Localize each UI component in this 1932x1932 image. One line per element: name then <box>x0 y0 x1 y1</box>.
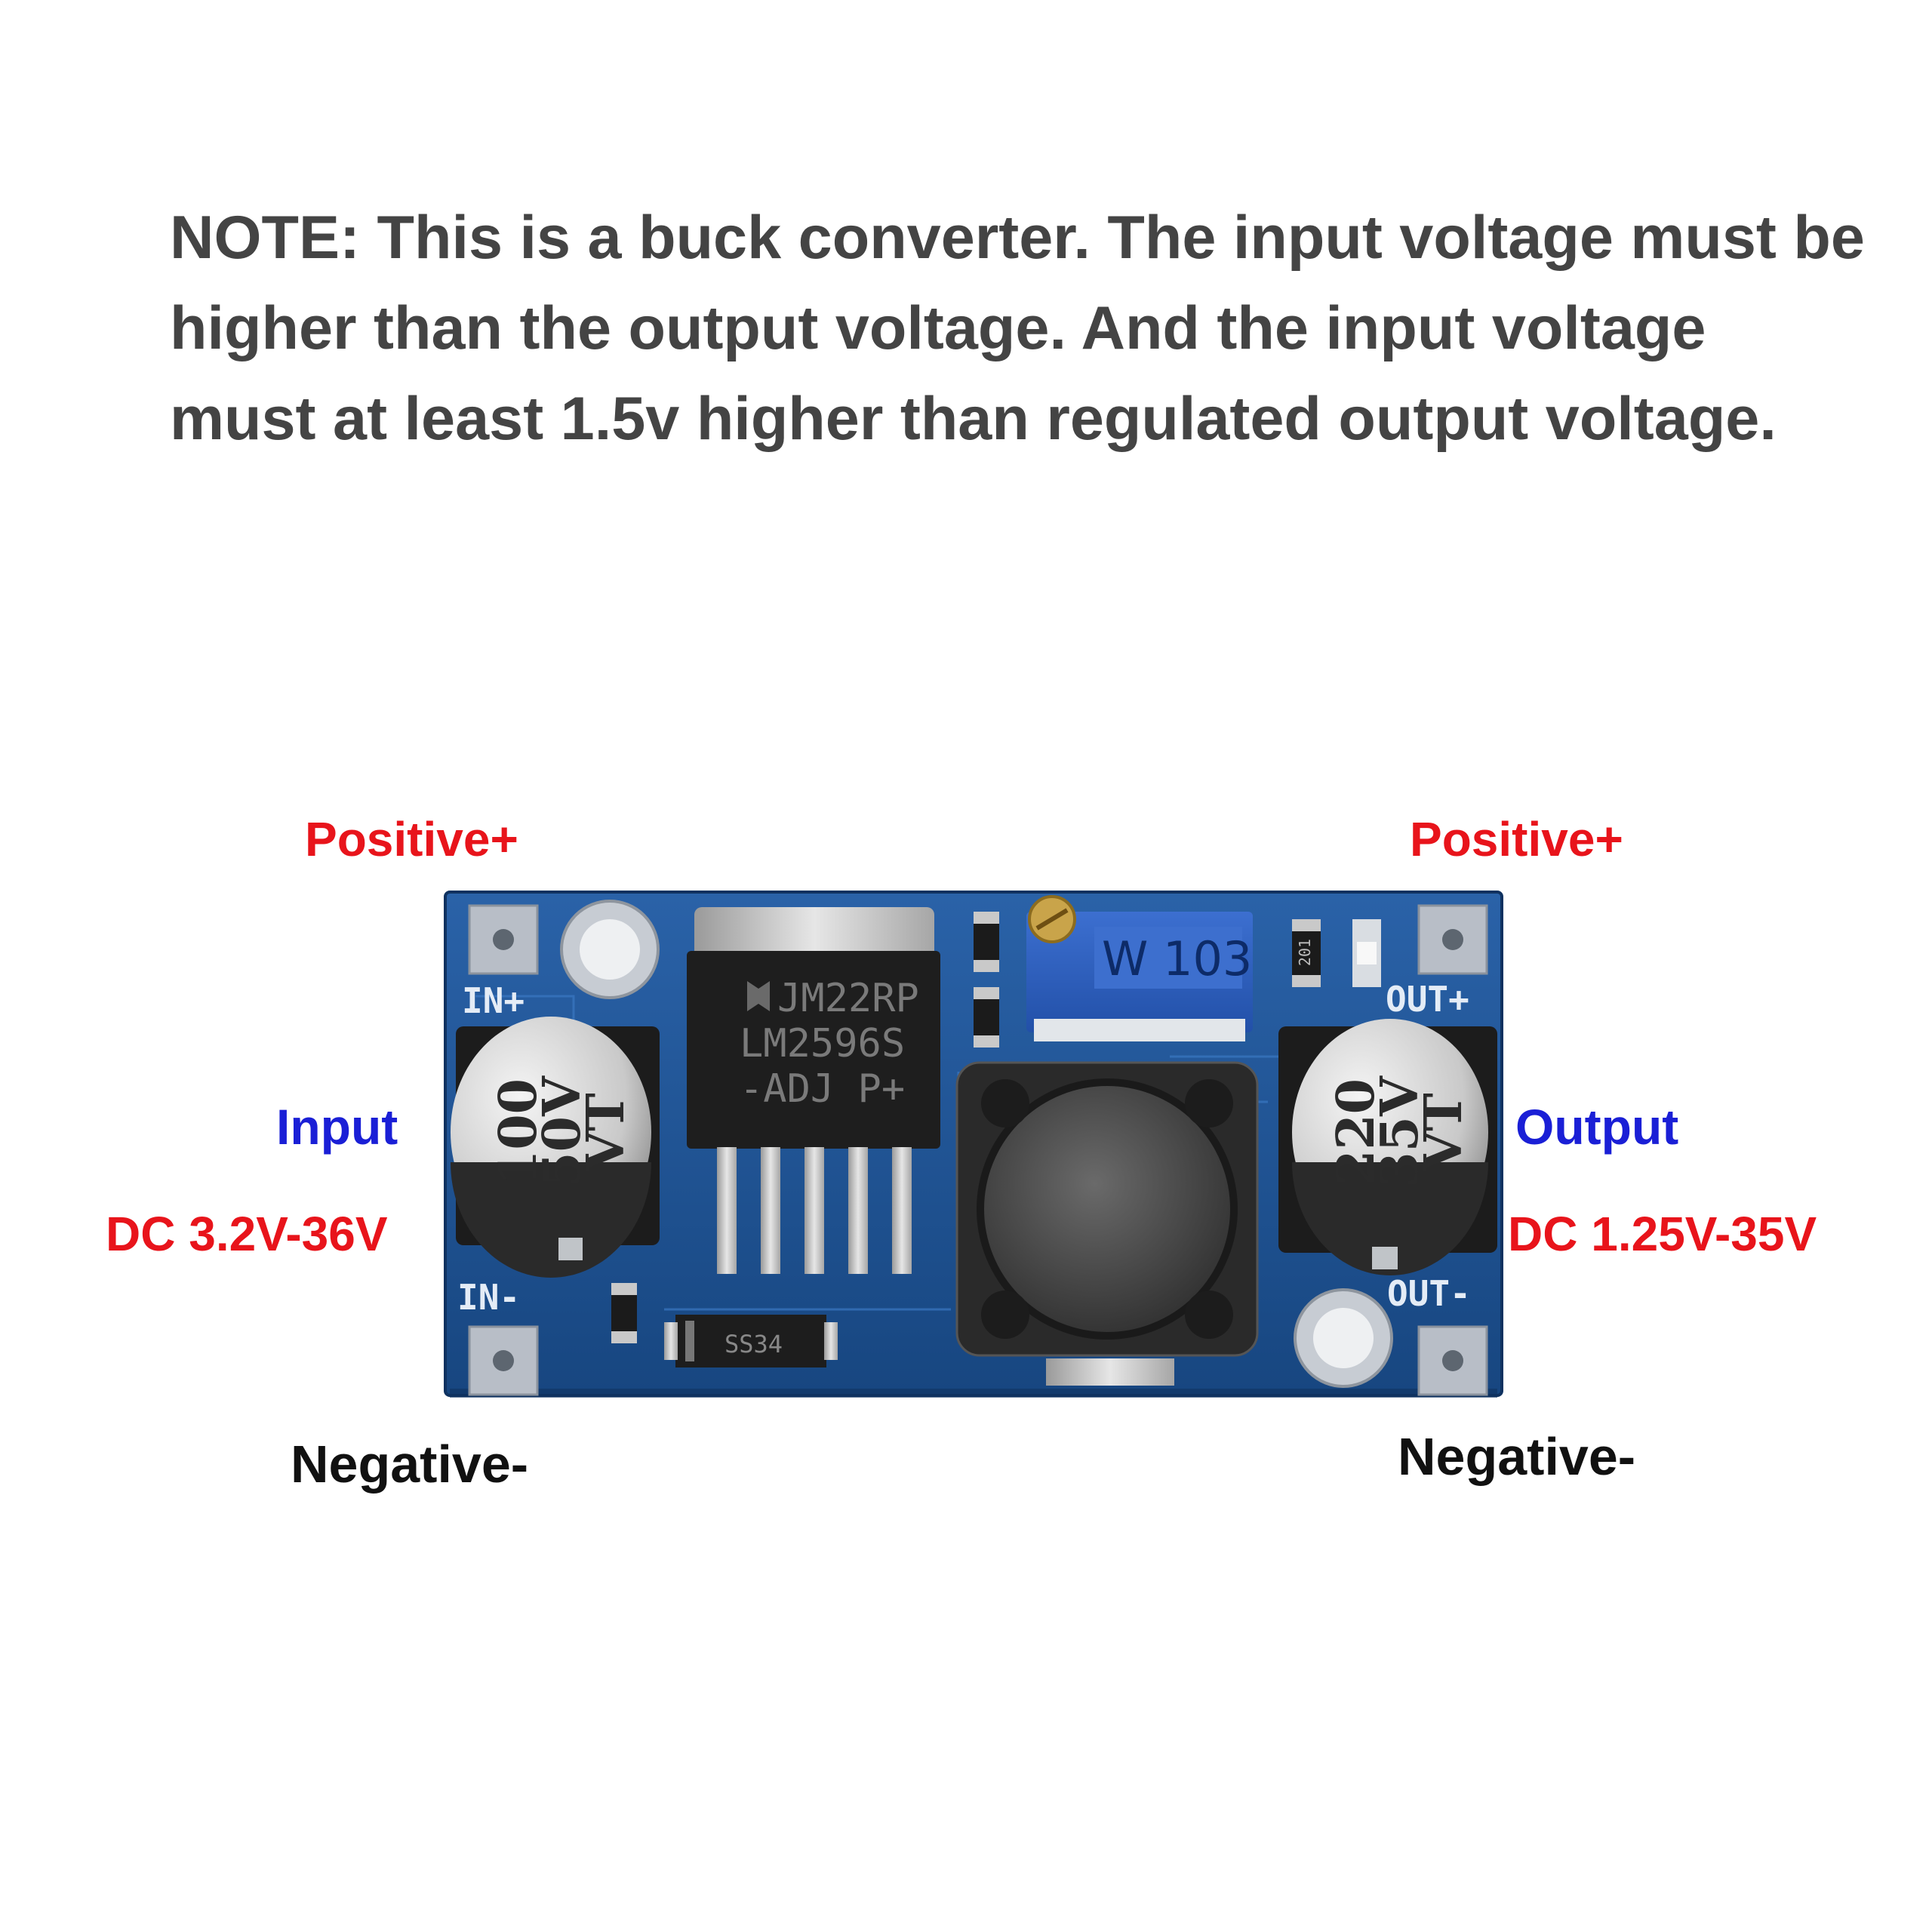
silk-in-plus: IN+ <box>462 980 525 1021</box>
input-capacitor: 100 50V VT <box>451 1017 660 1278</box>
silk-out-plus: OUT+ <box>1386 979 1469 1020</box>
potentiometer: W 103 <box>1026 895 1253 1041</box>
svg-text:LM2596S: LM2596S <box>740 1021 905 1066</box>
resistor-201: 201 <box>1292 919 1321 987</box>
silk-in-minus: IN- <box>457 1277 520 1318</box>
svg-text:JM22RP: JM22RP <box>777 976 919 1021</box>
smd-component-3 <box>611 1283 637 1343</box>
mounting-hole-bottom <box>1294 1288 1393 1388</box>
mounting-hole-top <box>560 900 660 999</box>
svg-text:50V: 50V <box>532 1075 592 1188</box>
terminal-in-plus <box>468 904 539 975</box>
terminal-out-minus <box>1417 1325 1488 1396</box>
diode-ss34: SS34 <box>664 1315 838 1367</box>
terminal-out-plus <box>1417 904 1488 975</box>
smd-component-2 <box>974 987 999 1048</box>
svg-text:VT: VT <box>576 1093 636 1171</box>
input-positive-label: Positive+ <box>305 812 518 866</box>
ic-logo-icon <box>747 981 770 1011</box>
smd-component-1 <box>974 912 999 972</box>
output-range-label: DC 1.25V-35V <box>1508 1207 1817 1261</box>
svg-text:-ADJ P+: -ADJ P+ <box>740 1066 905 1112</box>
input-negative-label: Negative- <box>291 1435 529 1494</box>
svg-text:W 103: W 103 <box>1102 931 1252 986</box>
output-negative-label: Negative- <box>1398 1427 1636 1486</box>
svg-text:35V: 35V <box>1370 1075 1430 1188</box>
led <box>1352 919 1381 987</box>
output-positive-label: Positive+ <box>1410 812 1623 866</box>
silk-out-minus: OUT- <box>1387 1273 1471 1314</box>
svg-text:SS34: SS34 <box>724 1330 783 1358</box>
svg-text:100: 100 <box>488 1078 549 1186</box>
output-label: Output <box>1515 1099 1679 1155</box>
output-capacitor: 220 35V VT <box>1278 1019 1497 1275</box>
note-text: NOTE: This is a buck converter. The inpu… <box>170 204 1865 453</box>
inductor <box>955 1061 1259 1386</box>
terminal-in-minus <box>468 1325 539 1396</box>
svg-text:VT: VT <box>1414 1093 1474 1171</box>
input-label: Input <box>276 1099 398 1155</box>
lm2596-ic: JM22RP LM2596S -ADJ P+ <box>687 907 940 1274</box>
svg-text:201: 201 <box>1296 939 1314 966</box>
input-range-label: DC 3.2V-36V <box>106 1207 388 1261</box>
svg-text:220: 220 <box>1326 1078 1386 1186</box>
